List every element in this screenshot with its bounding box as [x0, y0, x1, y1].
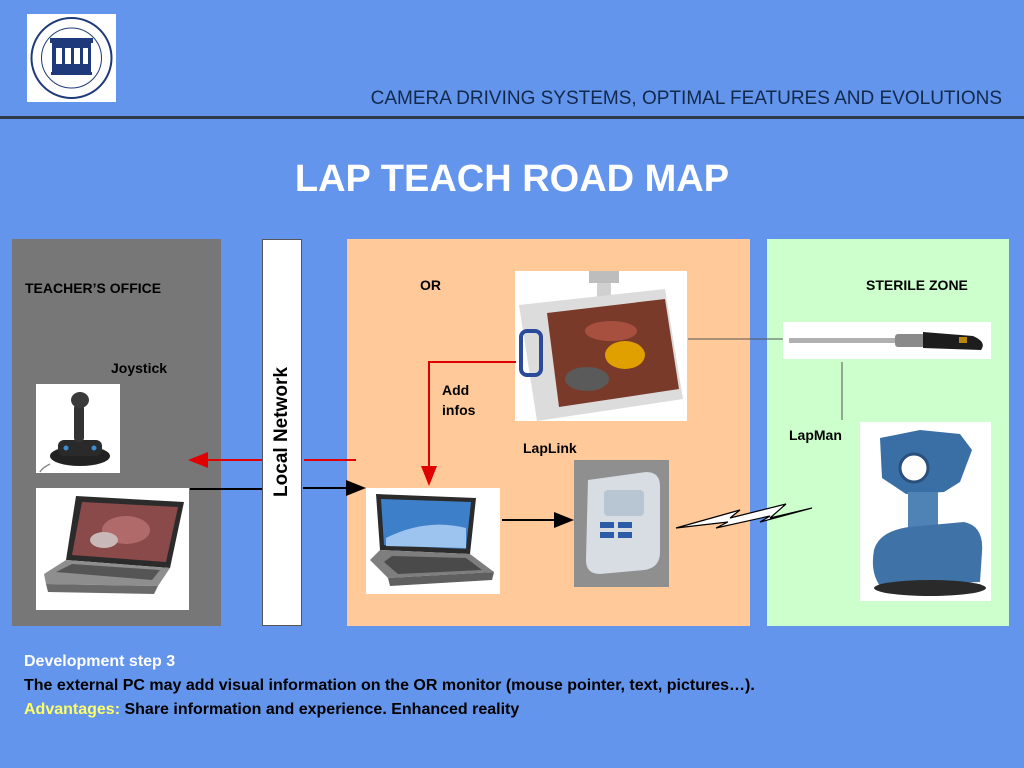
- teacher-office-label: TEACHER’S OFFICE: [25, 280, 162, 296]
- header-title: CAMERA DRIVING SYSTEMS, OPTIMAL FEATURES…: [370, 88, 1002, 109]
- hospital-logo: [27, 14, 116, 102]
- lapman-robot-image: [860, 422, 991, 601]
- header-divider: [0, 116, 1024, 119]
- arrow-add-infos: [421, 361, 516, 486]
- teacher-laptop-image: [36, 488, 189, 610]
- or-label: OR: [420, 277, 441, 293]
- laplink-label: LapLink: [523, 440, 577, 456]
- laplink-device-image: [574, 460, 669, 587]
- lapman-label: LapMan: [789, 427, 842, 443]
- laparoscope-image: [783, 322, 991, 359]
- add-infos-label-line1: Add: [442, 382, 470, 398]
- slide-title: LAP TEACH ROAD MAP: [294, 158, 730, 200]
- advantages-label: Advantages:: [24, 701, 121, 718]
- footer-text: Development step 3 The external PC may a…: [24, 650, 755, 722]
- footer-advantages: Advantages: Share information and experi…: [24, 698, 755, 722]
- wireless-bolt-icon: [675, 503, 813, 529]
- or-laptop-image: [366, 488, 500, 594]
- advantages-text: Share information and experience. Enhanc…: [120, 701, 520, 718]
- joystick-label: Joystick: [111, 360, 168, 376]
- local-network-zone: [262, 239, 302, 626]
- add-infos-label-line2: infos: [442, 402, 476, 418]
- sterile-zone-label: STERILE ZONE: [866, 277, 968, 293]
- or-monitor-image: [515, 271, 687, 421]
- development-step: Development step 3: [24, 653, 176, 670]
- joystick-image: [36, 384, 120, 473]
- footer-description: The external PC may add visual informati…: [24, 677, 755, 694]
